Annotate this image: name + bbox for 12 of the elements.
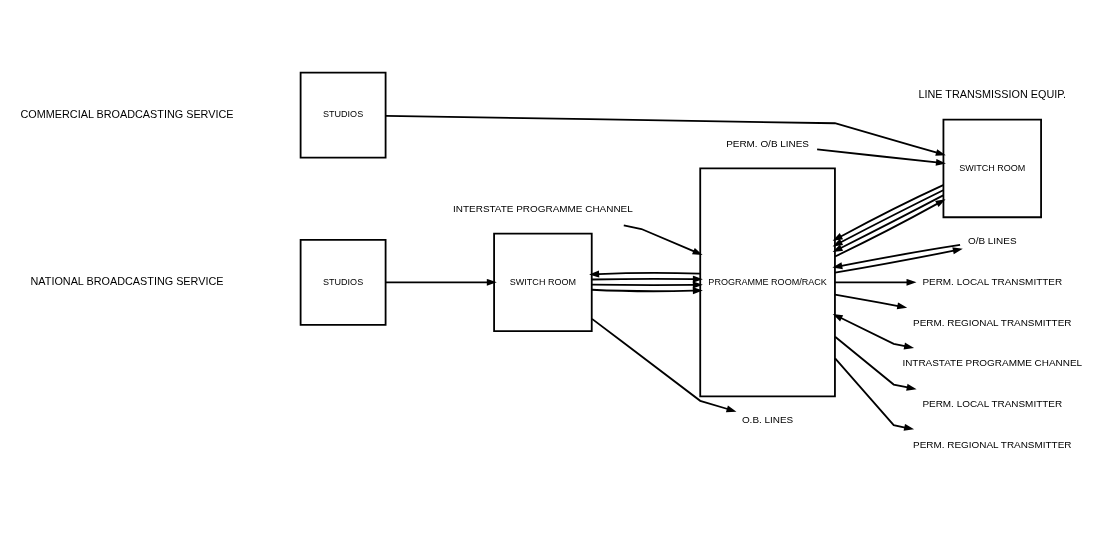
node-text: O.B. LINES [741, 414, 794, 426]
node-text: PERM. O/B LINES [726, 137, 809, 149]
node-text: O/B LINES [967, 235, 1017, 247]
node-text: PERM. REGIONAL TRANSMITTER [913, 316, 1072, 328]
node-text: PERM. REGIONAL TRANSMITTER [913, 438, 1072, 450]
label: COMMERCIAL BROADCASTING SERVICE [20, 107, 234, 120]
node-text: INTERSTATE PROGRAMME CHANNEL [453, 202, 633, 214]
node-text: INTRASTATE PROGRAMME CHANNEL [902, 357, 1083, 369]
label: LINE TRANSMISSION EQUIP. [918, 88, 1067, 101]
node-text: PERM. LOCAL TRANSMITTER [922, 397, 1063, 409]
node-text: PERM. LOCAL TRANSMITTER [922, 275, 1063, 287]
label: NATIONAL BROADCASTING SERVICE [30, 275, 224, 288]
